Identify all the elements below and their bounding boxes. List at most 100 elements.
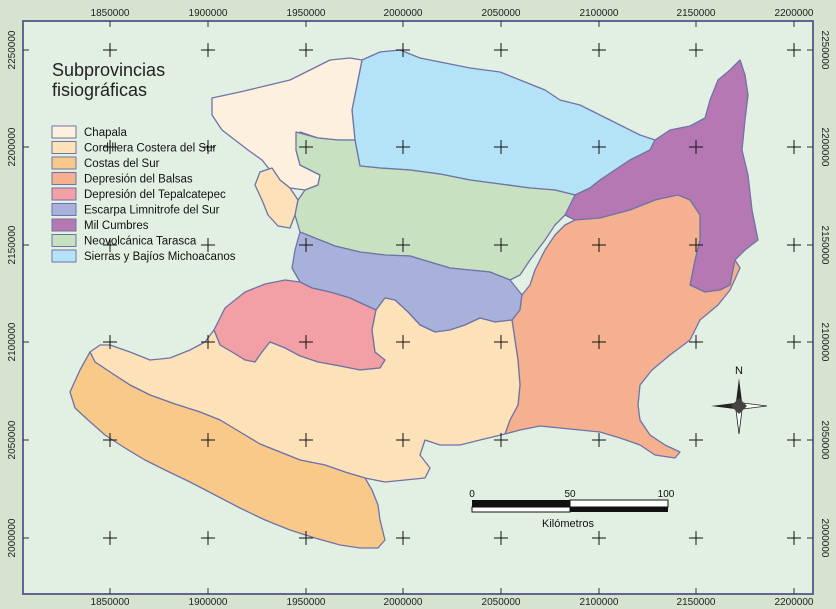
grid-cross	[592, 433, 606, 447]
region-costas[interactable]	[69, 351, 386, 549]
x-tick-label: 2000000	[384, 597, 423, 608]
legend-swatch	[51, 218, 77, 232]
compass-diag	[731, 398, 747, 414]
x-tick-label: 2150000	[677, 597, 716, 608]
y-tick-label: 2150000	[7, 225, 18, 264]
y-tick-label: 2150000	[819, 226, 830, 265]
y-tick-label: 2050000	[819, 421, 830, 460]
grid-cross	[689, 433, 703, 447]
grid-cross	[787, 335, 801, 349]
grid-cross	[689, 43, 703, 57]
grid-cross	[201, 238, 215, 252]
grid-cross	[787, 433, 801, 447]
x-tick-label: 2000000	[384, 8, 423, 19]
grid-cross	[299, 335, 313, 349]
grid-cross	[787, 238, 801, 252]
grid-cross	[103, 238, 117, 252]
legend-swatch	[51, 234, 77, 247]
x-tick-label: 1850000	[91, 597, 130, 608]
legend-label: Depresión del Balsas	[84, 174, 193, 186]
grid-cross	[689, 531, 703, 545]
grid-cross	[201, 140, 215, 154]
x-tick-label: 1950000	[287, 597, 326, 608]
scale-segment-4	[570, 507, 668, 512]
grid-cross	[396, 140, 410, 154]
legend-swatch	[51, 203, 77, 216]
grid-cross	[299, 433, 313, 447]
region-chapala-south[interactable]	[254, 167, 299, 229]
scale-label-50: 50	[564, 489, 576, 500]
legend-title-line1: Subprovincias	[52, 60, 165, 80]
legend-swatch	[51, 141, 77, 154]
x-tick-label: 1900000	[189, 597, 228, 608]
scale-segment-2	[569, 499, 669, 508]
grid-cross	[396, 238, 410, 252]
x-tick-label: 1850000	[91, 8, 130, 19]
grid-cross	[299, 531, 313, 545]
legend-swatch	[51, 187, 77, 201]
x-tick-label: 1900000	[189, 8, 228, 19]
grid-cross	[201, 433, 215, 447]
x-tick-label: 2150000	[677, 8, 716, 19]
x-axis-labels-top: 1850000 1900000 1950000 2000000 2050000 …	[91, 8, 814, 19]
legend-label: Sierras y Bajíos Michoacanos	[84, 251, 236, 263]
legend-label: Neovolcánica Tarasca	[84, 236, 197, 248]
legend-swatch	[51, 156, 77, 170]
frame-ticks	[23, 21, 813, 594]
compass-arrow-west	[711, 403, 739, 409]
grid-cross	[689, 140, 703, 154]
grid-cross	[201, 531, 215, 545]
legend-title-line2: fisiográficas	[52, 80, 147, 100]
x-tick-label: 1950000	[287, 8, 326, 19]
y-axis-labels-left: 2250000 2200000 2150000 2100000 2050000 …	[7, 30, 18, 557]
grid-cross	[787, 140, 801, 154]
grid-cross	[103, 433, 117, 447]
y-tick-label: 2000000	[7, 518, 18, 557]
y-tick-label: 2250000	[7, 30, 18, 69]
compass-arrow-north	[736, 378, 742, 406]
legend-label: Chapala	[84, 127, 127, 139]
x-tick-label: 2100000	[580, 597, 619, 608]
legend-label: Cordillera Costera del Sur	[84, 143, 216, 155]
grid-cross	[201, 335, 215, 349]
legend-swatch	[51, 125, 77, 139]
grid-cross	[592, 531, 606, 545]
grid-cross	[494, 335, 508, 349]
grid-cross	[103, 335, 117, 349]
grid-cross	[592, 335, 606, 349]
grid-cross	[494, 140, 508, 154]
grid-cross	[103, 531, 117, 545]
grid-cross	[494, 238, 508, 252]
grid-cross	[299, 238, 313, 252]
x-tick-label: 2050000	[482, 8, 521, 19]
north-arrow: N	[711, 365, 768, 435]
grid-crosses	[103, 43, 801, 545]
scale-segment-1	[472, 500, 570, 507]
x-tick-label: 2200000	[775, 597, 814, 608]
legend-swatch	[51, 249, 77, 263]
x-axis-labels-bottom: 1850000 1900000 1950000 2000000 2050000 …	[91, 597, 814, 608]
legend-label: Mil Cumbres	[84, 220, 149, 232]
y-tick-label: 2100000	[819, 323, 830, 362]
map-regions	[69, 49, 759, 549]
grid-cross	[396, 433, 410, 447]
grid-cross	[494, 531, 508, 545]
scale-label-100: 100	[658, 489, 675, 500]
y-tick-label: 2100000	[7, 322, 18, 361]
x-tick-label: 2100000	[580, 8, 619, 19]
grid-cross	[396, 43, 410, 57]
scale-label-0: 0	[469, 489, 475, 500]
legend-label: Costas del Sur	[84, 158, 160, 170]
legend: Subprovincias fisiográficas ChapalaCordi…	[51, 60, 236, 263]
grid-cross	[592, 238, 606, 252]
grid-cross	[689, 335, 703, 349]
grid-cross	[201, 43, 215, 57]
y-tick-label: 2200000	[7, 127, 18, 166]
x-tick-label: 2200000	[775, 8, 814, 19]
scale-unit: Kilómetros	[542, 518, 594, 530]
scale-segment-3	[471, 506, 571, 513]
grid-cross	[299, 43, 313, 57]
grid-cross	[689, 238, 703, 252]
grid-cross	[103, 43, 117, 57]
